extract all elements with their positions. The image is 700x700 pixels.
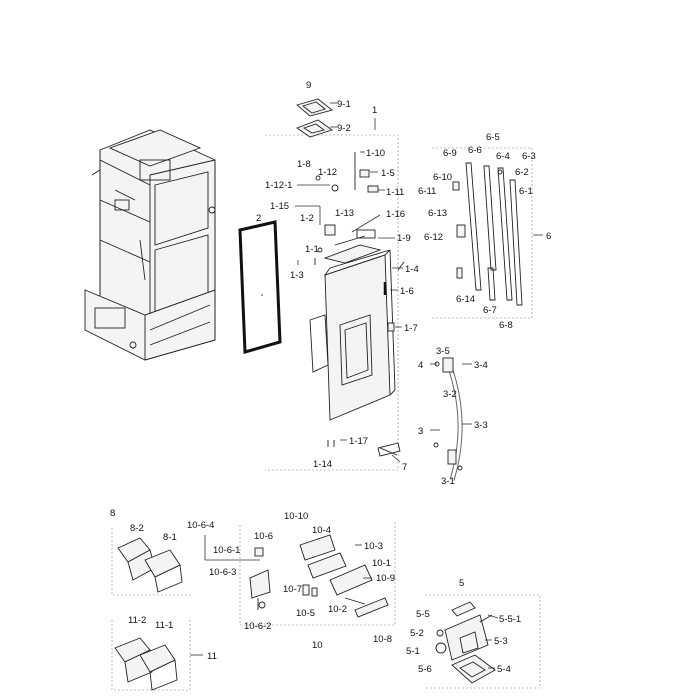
label-3: 3 bbox=[418, 426, 423, 437]
label-3-4: 3-4 bbox=[474, 360, 488, 371]
label-1-13: 1-13 bbox=[335, 208, 354, 219]
label-3-5: 3-5 bbox=[436, 346, 450, 357]
door-gasket bbox=[238, 220, 282, 354]
label-7: 7 bbox=[402, 462, 407, 473]
label-1-6: 1-6 bbox=[400, 286, 414, 297]
label-10-6-1: 10-6-1 bbox=[213, 545, 240, 556]
label-1-14: 1-14 bbox=[313, 459, 332, 470]
label-10-1: 10-1 bbox=[372, 558, 391, 569]
label-9-2: 9-2 bbox=[337, 123, 351, 134]
label-1-16: 1-16 bbox=[386, 209, 405, 220]
callout-labels: 9 9-1 9-2 1 1-10 1-8 1-12 1-12-1 1-5 1-1… bbox=[110, 80, 551, 675]
label-6-1: 6-1 bbox=[519, 186, 533, 197]
label-1-12: 1-12 bbox=[318, 167, 337, 178]
label-1-3: 1-3 bbox=[290, 270, 304, 281]
label-6-14: 6-14 bbox=[456, 294, 475, 305]
label-1-8: 1-8 bbox=[297, 159, 311, 170]
label-10-4: 10-4 bbox=[312, 525, 331, 536]
label-1-4: 1-4 bbox=[405, 264, 419, 275]
label-6-8: 6-8 bbox=[499, 320, 513, 331]
label-11-1: 11-1 bbox=[155, 620, 173, 631]
label-9-1: 9-1 bbox=[337, 99, 351, 110]
label-5: 5 bbox=[459, 578, 464, 589]
label-10-8: 10-8 bbox=[373, 634, 392, 645]
label-3-3: 3-3 bbox=[474, 420, 488, 431]
label-6-13: 6-13 bbox=[428, 208, 447, 219]
label-6-4: 6-4 bbox=[496, 151, 510, 162]
label-11: 11 bbox=[207, 651, 217, 662]
label-10-3: 10-3 bbox=[364, 541, 383, 552]
label-1-15: 1-15 bbox=[270, 201, 289, 212]
label-1-11: 1-11 bbox=[386, 187, 404, 198]
label-8: 8 bbox=[110, 508, 115, 519]
door-strips bbox=[432, 147, 533, 319]
label-3-2: 3-2 bbox=[443, 389, 457, 400]
label-8-2: 8-2 bbox=[130, 523, 144, 534]
label-1-12-1: 1-12-1 bbox=[265, 180, 292, 191]
label-1-17: 1-17 bbox=[349, 436, 368, 447]
label-11-2: 11-2 bbox=[128, 615, 146, 626]
label-9: 9 bbox=[306, 80, 311, 91]
label-4: 4 bbox=[418, 360, 423, 371]
label-2: 2 bbox=[256, 213, 261, 224]
label-6-11: 6-11 bbox=[418, 186, 436, 197]
label-6-10: 6-10 bbox=[433, 172, 452, 183]
label-10: 10 bbox=[312, 640, 323, 651]
label-10-10: 10-10 bbox=[284, 511, 308, 522]
label-5-5: 5-5 bbox=[416, 609, 430, 620]
label-6-6: 6-6 bbox=[468, 145, 482, 156]
label-1-9: 1-9 bbox=[397, 233, 411, 244]
label-5-4: 5-4 bbox=[497, 664, 511, 675]
part-11-bracket bbox=[111, 620, 191, 691]
label-10-5: 10-5 bbox=[296, 608, 315, 619]
label-6-7: 6-7 bbox=[483, 305, 497, 316]
label-10-6-2: 10-6-2 bbox=[244, 621, 271, 632]
door-handle bbox=[433, 357, 463, 481]
label-10-9: 10-9 bbox=[376, 573, 395, 584]
part-10-assembly bbox=[239, 520, 396, 626]
label-3-1: 3-1 bbox=[441, 476, 455, 487]
label-6-3: 6-3 bbox=[522, 151, 536, 162]
label-1: 1 bbox=[372, 105, 377, 116]
part-5-ice-maker bbox=[425, 594, 541, 689]
label-10-7: 10-7 bbox=[283, 584, 302, 595]
label-5-6: 5-6 bbox=[418, 664, 432, 675]
label-10-6-4: 10-6-4 bbox=[187, 520, 214, 531]
label-6: 6 bbox=[546, 231, 551, 242]
leader-lines bbox=[190, 102, 543, 669]
door-assembly bbox=[265, 134, 405, 471]
label-5-1: 5-1 bbox=[406, 646, 420, 657]
label-1-10: 1-10 bbox=[366, 148, 385, 159]
label-10-6: 10-6 bbox=[254, 531, 273, 542]
label-5-3: 5-3 bbox=[494, 636, 508, 647]
label-1-1: 1-1 bbox=[305, 244, 319, 255]
label-1-2: 1-2 bbox=[300, 213, 314, 224]
label-6-12: 6-12 bbox=[424, 232, 443, 243]
label-6-2: 6-2 bbox=[515, 167, 529, 178]
label-8-1: 8-1 bbox=[163, 532, 177, 543]
refrigerator-cabinet bbox=[84, 129, 216, 361]
label-6-5: 6-5 bbox=[486, 132, 500, 143]
part-8-bracket bbox=[111, 528, 190, 596]
label-1-7: 1-7 bbox=[404, 323, 418, 334]
label-6-9: 6-9 bbox=[443, 148, 457, 159]
label-10-6-3: 10-6-3 bbox=[209, 567, 236, 578]
part-9-cover bbox=[296, 98, 333, 138]
label-5-5-1: 5-5-1 bbox=[499, 614, 521, 625]
label-10-2: 10-2 bbox=[328, 604, 347, 615]
label-1-5: 1-5 bbox=[381, 168, 395, 179]
label-5-2: 5-2 bbox=[410, 628, 424, 639]
